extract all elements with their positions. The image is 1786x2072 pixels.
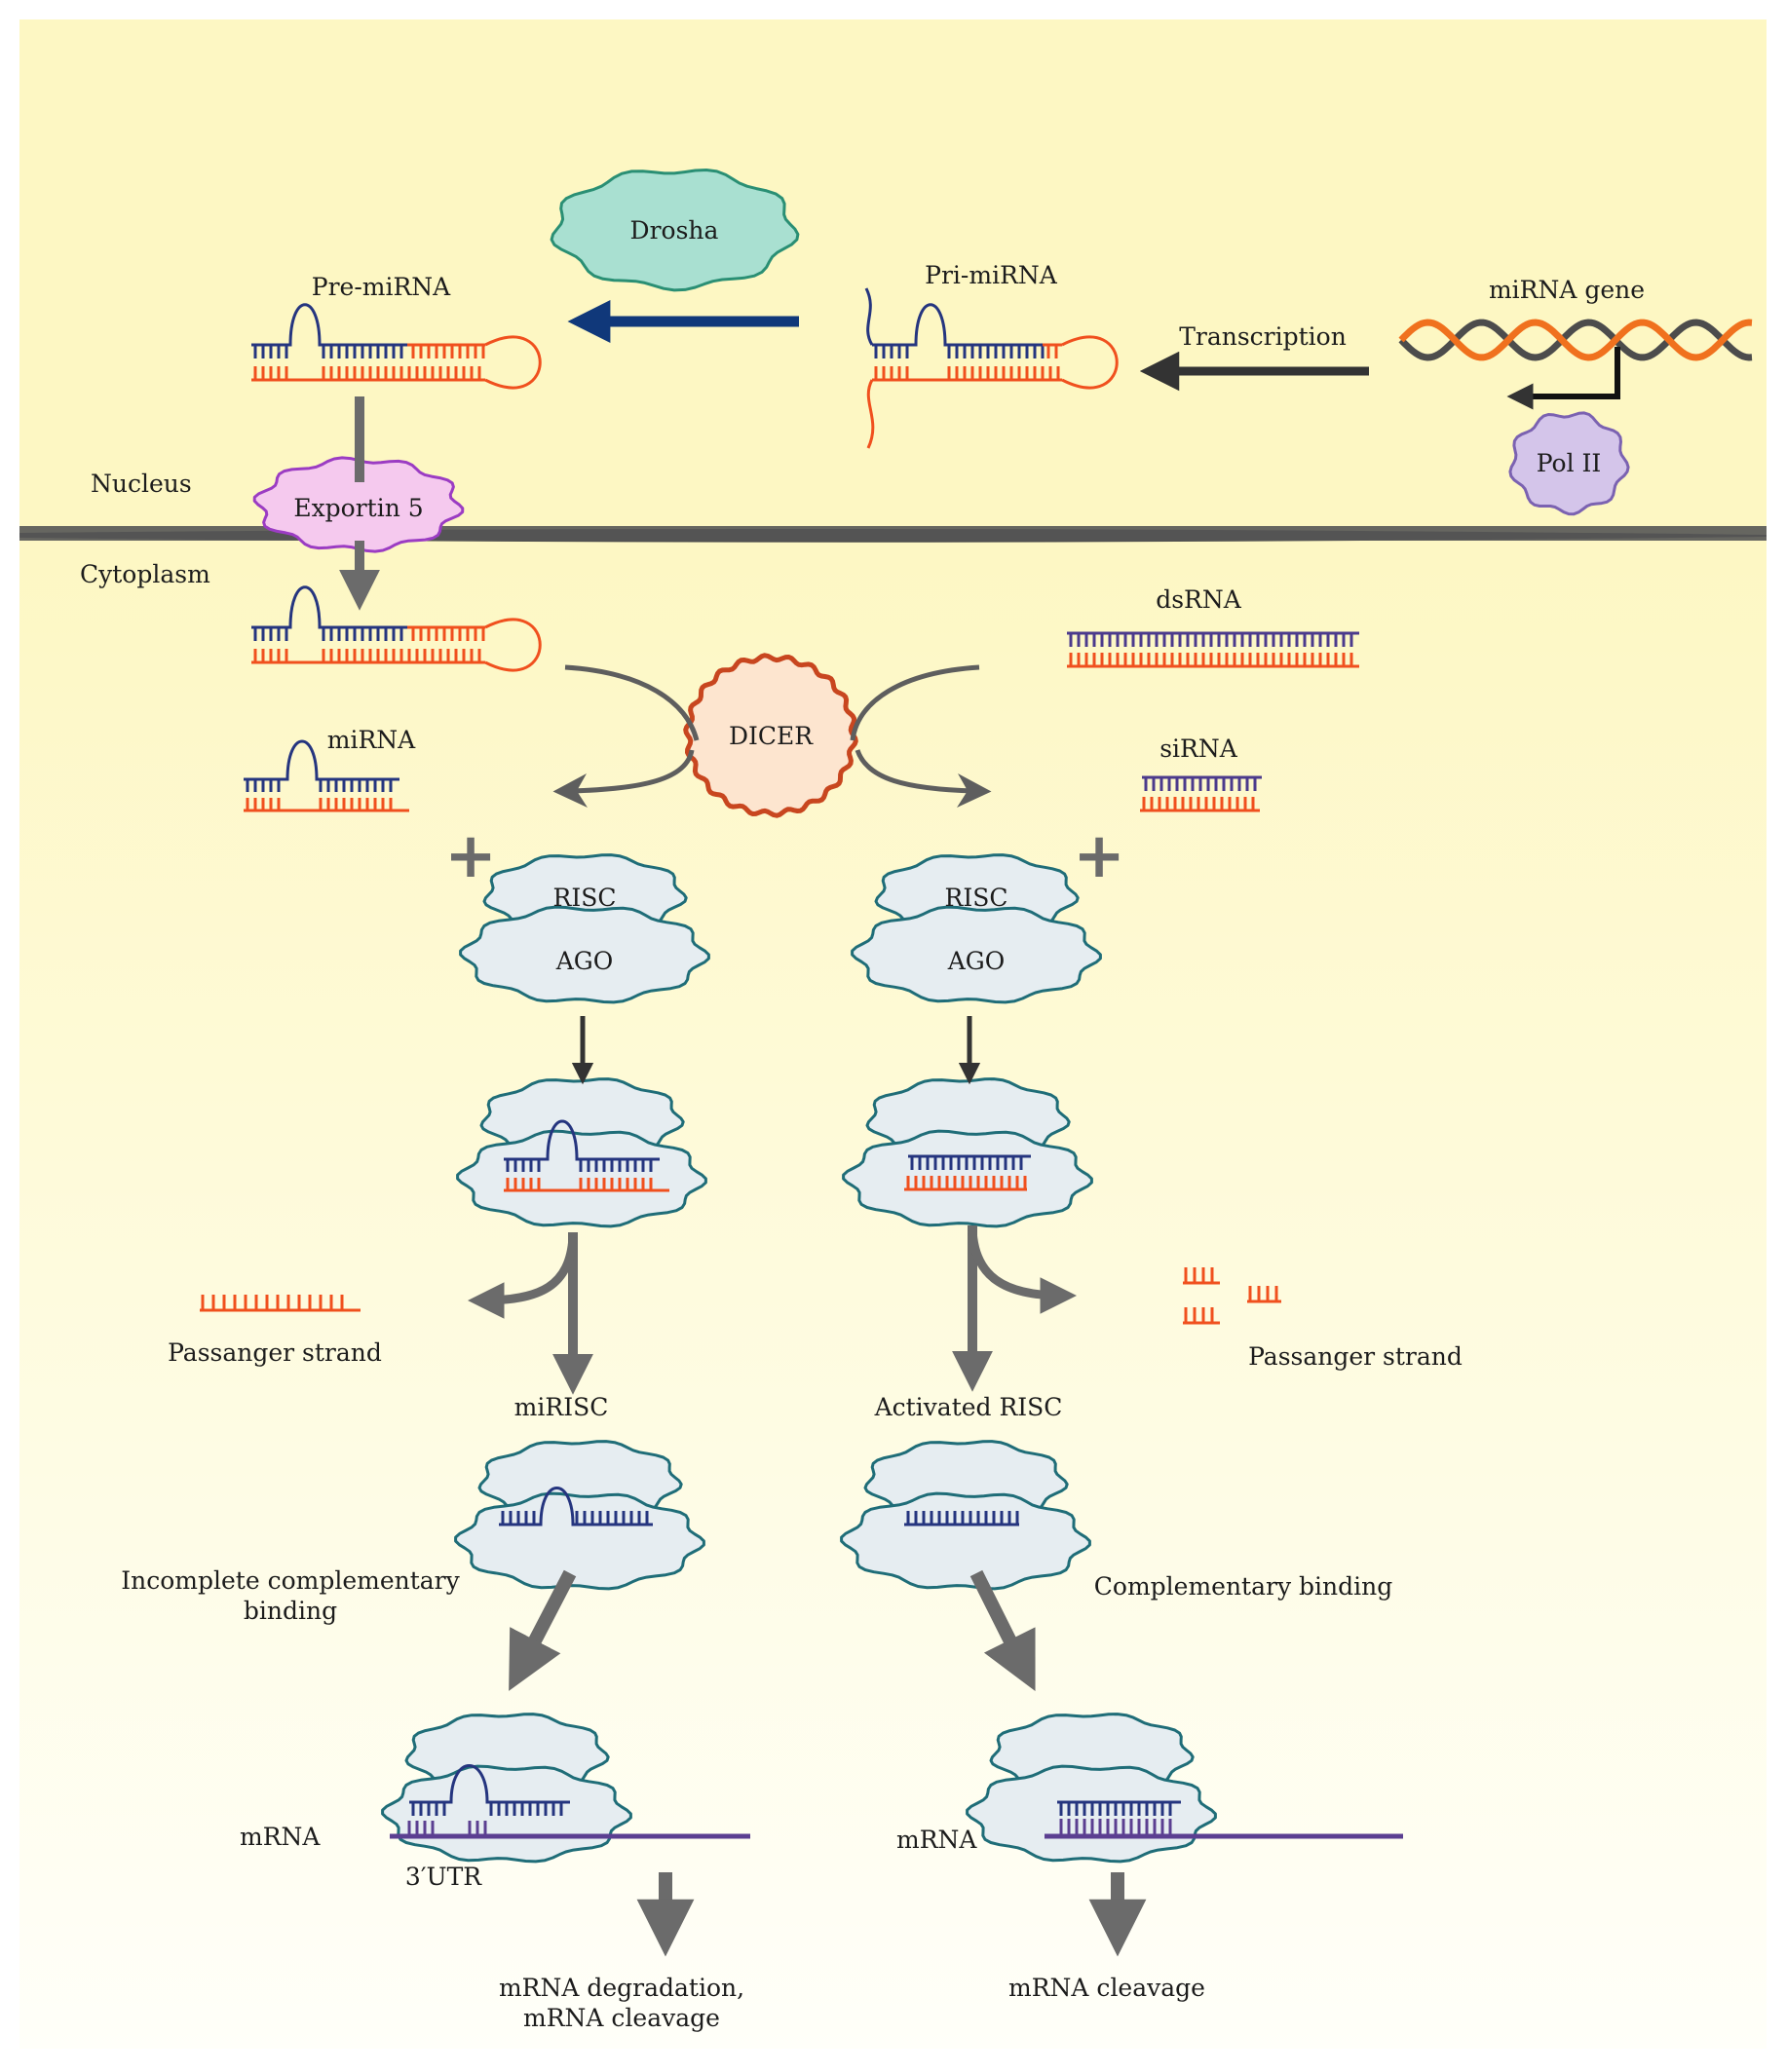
pre-mirna-hairpin-cytoplasm <box>251 585 542 672</box>
sirna-duplex <box>1140 775 1262 812</box>
nucleus-region <box>19 19 1767 531</box>
initial-left-risc-bottom <box>459 905 710 1004</box>
dicer-curve-bottom-right <box>855 749 992 808</box>
binding-arrow-right <box>969 1569 1036 1692</box>
risc-label-left: RISC <box>552 884 617 912</box>
dicer-curve-bottom-left <box>552 749 695 809</box>
mirna-gene-label: miRNA gene <box>1488 276 1646 304</box>
transcription-label: Transcription <box>1179 322 1347 351</box>
dicer-curve-top-right <box>850 664 980 741</box>
nuclear-membrane-band <box>19 526 1767 541</box>
loaded-mirna-duplex <box>504 1119 669 1192</box>
exportin-label: Exportin 5 <box>293 494 424 522</box>
mrna-target-right <box>1045 1800 1403 1839</box>
pri-mirna-label: Pri-miRNA <box>925 261 1057 289</box>
mrna-right-label: mRNA <box>896 1826 977 1854</box>
pri-mirna-hairpin <box>864 287 1119 449</box>
pol-ii-label: Pol II <box>1536 449 1602 477</box>
nucleus-label: Nucleus <box>91 470 192 498</box>
ago-label-right: AGO <box>947 947 1006 975</box>
mrna-target-left <box>390 1764 750 1839</box>
passenger-strand-left <box>200 1295 361 1312</box>
drosha-label: Drosha <box>629 216 719 245</box>
mirna-duplex <box>244 739 409 812</box>
passenger-strand-fragments <box>1183 1267 1281 1325</box>
dsrna-label: dsRNA <box>1156 585 1241 614</box>
mirna-label: miRNA <box>326 726 416 754</box>
activated-risc-bottom <box>840 1491 1091 1591</box>
dicer-curve-top-left <box>564 664 700 741</box>
pre-mirna-hairpin-nucleus <box>251 303 542 390</box>
dsrna-duplex <box>1067 631 1359 668</box>
utr-label: 3′UTR <box>404 1863 482 1891</box>
cytoplasm-label: Cytoplasm <box>80 560 210 588</box>
outcome-right-label: mRNA cleavage <box>1008 1974 1205 2002</box>
incomplete-binding-label: Incomplete complementary binding <box>121 1566 460 1626</box>
drosha-protein <box>550 169 800 292</box>
outcome-left-label: mRNA degradation, mRNA cleavage <box>498 1974 745 2033</box>
mirisc-label: miRISC <box>513 1393 609 1421</box>
passenger-strand-right-label: Passanger strand <box>1248 1342 1463 1371</box>
passenger-strand-left-label: Passanger strand <box>168 1338 382 1367</box>
activated-risc-guide-strand <box>904 1511 1019 1526</box>
pol-ii-protein <box>1508 411 1630 516</box>
complementary-binding-label: Complementary binding <box>1093 1572 1393 1601</box>
cytoplasm-region <box>19 531 1767 2049</box>
initial-right-risc-bottom <box>851 905 1102 1004</box>
activated-risc-label: Activated RISC <box>874 1393 1063 1421</box>
loaded-sirna-duplex <box>904 1154 1031 1191</box>
pre-mirna-label: Pre-miRNA <box>311 273 451 301</box>
sirna-label: siRNA <box>1159 735 1237 763</box>
mrna-left-label: mRNA <box>240 1823 321 1851</box>
passenger-ejection-arrow-left <box>467 1236 578 1319</box>
dna-double-helix <box>1398 319 1753 361</box>
transcription-start-arrow <box>1506 347 1620 410</box>
dicer-label: DICER <box>728 722 814 750</box>
exportin-5-protein <box>252 456 465 553</box>
plus-sign-right: + <box>1073 820 1125 892</box>
ago-label-left: AGO <box>555 947 614 975</box>
binding-arrow-left <box>509 1569 577 1691</box>
risc-label-right: RISC <box>944 884 1008 912</box>
dicer-enzyme <box>683 653 858 818</box>
plus-sign-left: + <box>444 820 497 892</box>
mirisc-guide-strand <box>499 1487 653 1526</box>
passenger-ejection-arrow-right <box>968 1228 1078 1314</box>
